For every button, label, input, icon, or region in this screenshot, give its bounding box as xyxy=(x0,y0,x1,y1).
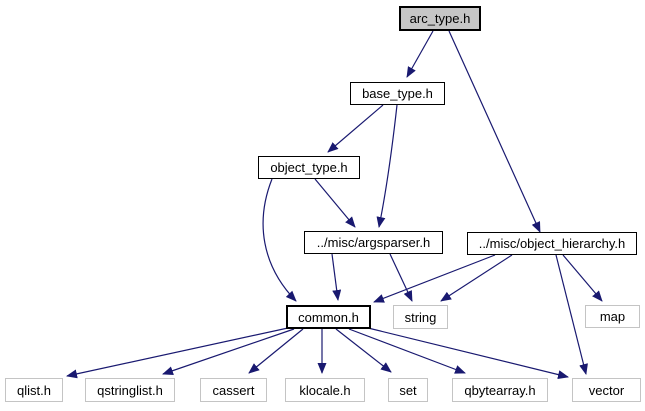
node-common-h[interactable]: common.h xyxy=(286,305,371,329)
edge-object_hierarchy-to-string xyxy=(440,254,513,302)
edge-arc_type-to-base_type xyxy=(406,30,434,78)
edge-base_type-to-argsparser xyxy=(376,104,398,228)
edge-common-to-cassert xyxy=(248,328,304,374)
node-vector: vector xyxy=(572,378,641,402)
node-object-type-h[interactable]: object_type.h xyxy=(258,156,360,179)
edge-object_hierarchy-to-common xyxy=(373,254,496,303)
node-map: map xyxy=(585,305,640,328)
node-set: set xyxy=(388,378,428,402)
edge-object_hierarchy-to-vector xyxy=(555,254,588,375)
node-misc-argsparser-h[interactable]: ../misc/argsparser.h xyxy=(304,231,443,254)
edge-base_type-to-object_type xyxy=(327,104,384,153)
node-qlist-h: qlist.h xyxy=(5,378,63,402)
edge-object_hierarchy-to-map xyxy=(562,254,603,302)
node-qbytearray-h: qbytearray.h xyxy=(452,378,548,402)
node-misc-object-hierarchy-h[interactable]: ../misc/object_hierarchy.h xyxy=(467,232,637,255)
edge-common-to-qstringlist xyxy=(162,328,295,376)
node-arc-type-h: arc_type.h xyxy=(399,6,481,31)
node-string: string xyxy=(393,305,448,329)
node-cassert: cassert xyxy=(200,378,267,402)
edge-common-to-vector xyxy=(367,327,569,379)
edge-common-to-qbytearray xyxy=(348,328,466,374)
node-base-type-h[interactable]: base_type.h xyxy=(350,82,445,105)
edge-argsparser-to-common xyxy=(331,253,342,301)
node-qstringlist-h: qstringlist.h xyxy=(85,378,175,402)
edge-argsparser-to-string xyxy=(389,253,413,302)
edge-common-to-set xyxy=(335,328,392,373)
edge-arc_type-to-object_hierarchy xyxy=(448,30,541,233)
node-klocale-h: klocale.h xyxy=(285,378,365,402)
edge-object_type-to-common xyxy=(262,178,297,302)
edge-object_type-to-argsparser xyxy=(314,178,356,228)
edge-common-to-qlist xyxy=(66,327,289,379)
